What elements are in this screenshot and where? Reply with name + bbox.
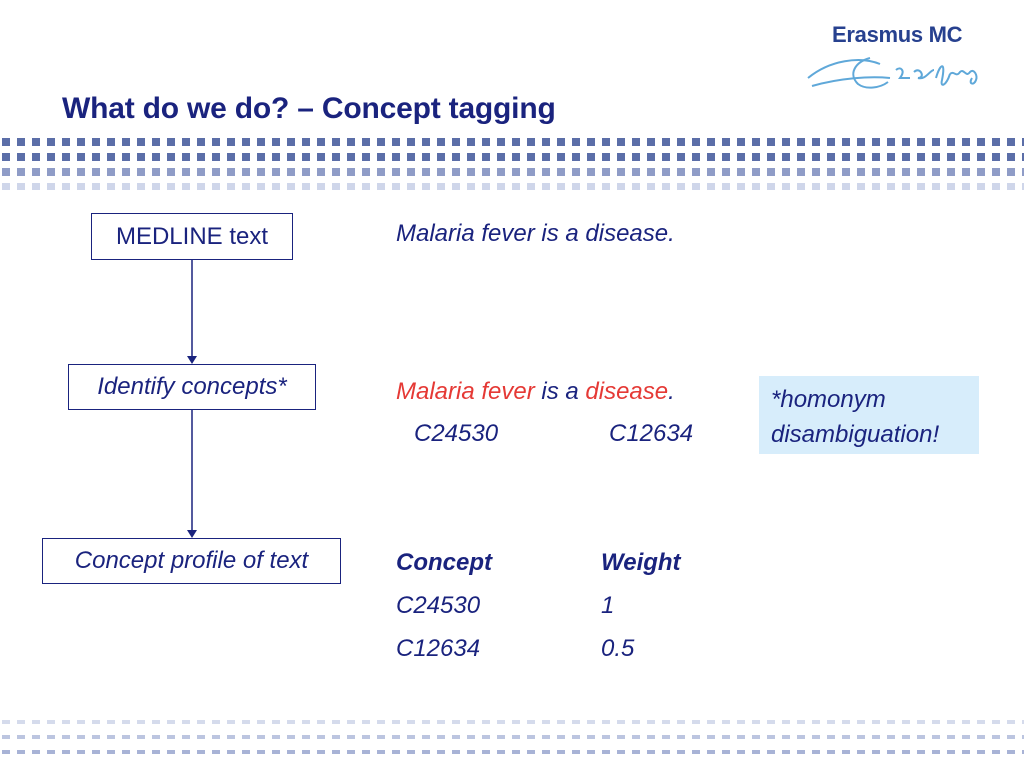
concept-code-2: C12634: [609, 420, 694, 447]
tagged-period: .: [668, 378, 675, 405]
table-header-weight: Weight: [601, 549, 681, 576]
tagged-concept-malaria-fever: Malaria fever: [396, 378, 535, 405]
tagged-sentence: Malaria fever is a disease.: [396, 378, 675, 406]
example-sentence: Malaria fever is a disease.: [396, 220, 675, 247]
table-cell-concept-2: C12634: [396, 635, 481, 662]
bottom-dotted-band: [0, 716, 1024, 766]
tagged-concept-disease: disease: [585, 378, 669, 405]
table-cell-weight-1: 1: [601, 592, 615, 619]
table-cell-concept-1: C24530: [396, 592, 481, 619]
arrow-head-2: [187, 530, 197, 538]
slide-title: What do we do? – Concept tagging: [62, 92, 556, 125]
bottom-dots-pattern: [0, 720, 1024, 758]
logo-text: Erasmus MC: [832, 22, 963, 47]
table-header-concept: Concept: [396, 549, 492, 576]
erasmus-mc-logo: Erasmus MC: [800, 18, 1000, 98]
concept-code-1: C24530: [414, 420, 499, 447]
tagged-filler: is a: [534, 378, 586, 405]
table-cell-weight-2: 0.5: [601, 635, 635, 662]
flow-step-identify-concepts: Identify concepts*: [68, 364, 316, 410]
top-dotted-band: [0, 138, 1024, 190]
flow-step-concept-profile: Concept profile of text: [42, 538, 341, 584]
flow-step-medline-text: MEDLINE text: [91, 213, 293, 260]
note-line-2: disambiguation!: [771, 421, 940, 448]
top-dots-pattern: [0, 138, 1024, 190]
note-line-1: *homonym: [771, 386, 886, 413]
homonym-note: *homonym disambiguation!: [759, 376, 979, 454]
arrow-head-1: [187, 356, 197, 364]
erasmus-signature-icon: [807, 57, 978, 89]
